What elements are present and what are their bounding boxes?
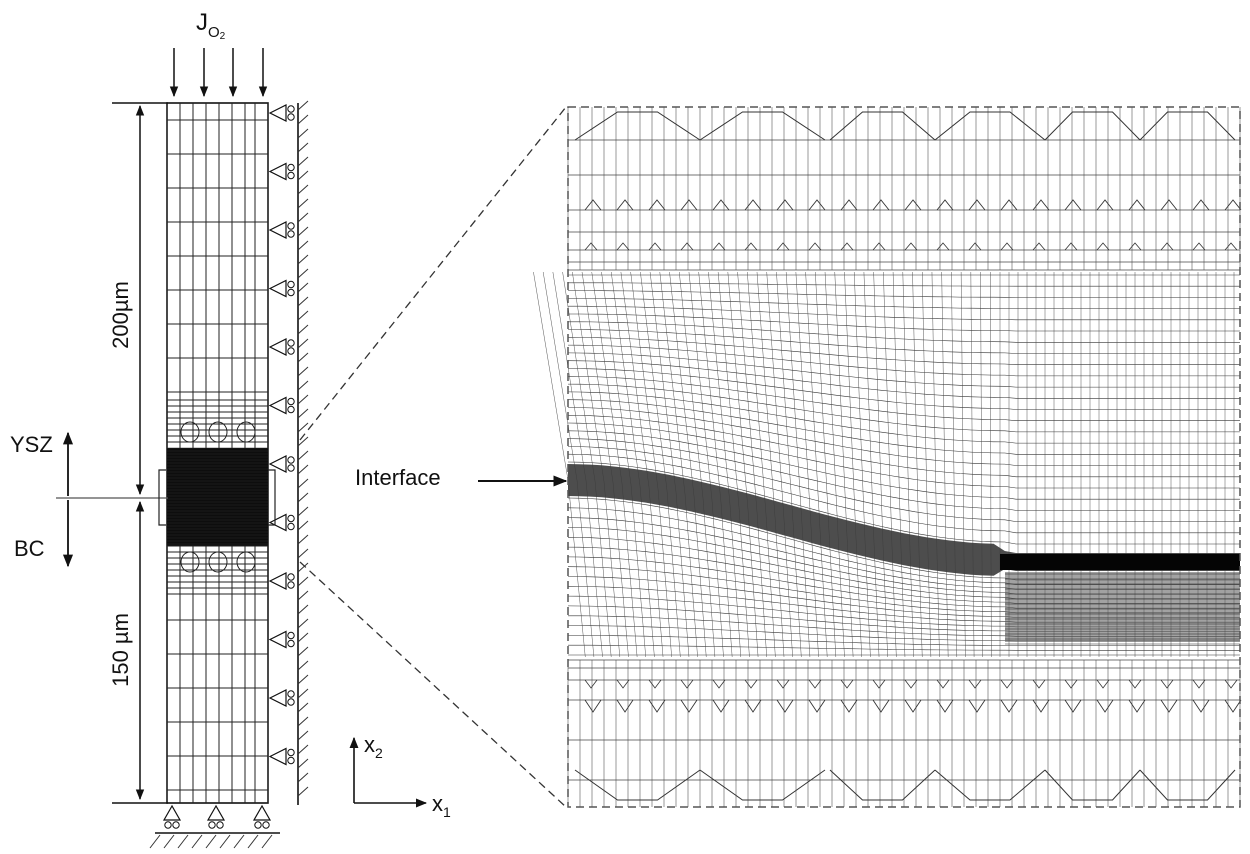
dimension-lower-label: 150 µm <box>108 613 133 687</box>
dimension-upper-label: 200µm <box>108 281 133 349</box>
full-model-mesh <box>166 102 269 804</box>
x1-axis-label: x1 <box>432 791 451 820</box>
zoom-line-bottom <box>299 561 567 808</box>
zoom-frame <box>567 106 1241 808</box>
flux-arrows <box>169 48 268 98</box>
interface-label: Interface <box>355 465 441 490</box>
interface-bracket-right <box>268 469 276 526</box>
zoomed-interface-mesh <box>533 107 1242 807</box>
flux-label: JO2 <box>196 9 226 42</box>
bottom-roller-supports <box>149 804 280 849</box>
zoom-line-top <box>299 106 567 441</box>
right-roller-supports <box>268 100 309 805</box>
x2-axis-label: x2 <box>364 732 383 761</box>
ysz-label: YSZ <box>10 432 53 457</box>
bc-label: BC <box>14 536 45 561</box>
interface-bracket-left <box>158 469 166 526</box>
dimension-lines <box>56 102 168 804</box>
